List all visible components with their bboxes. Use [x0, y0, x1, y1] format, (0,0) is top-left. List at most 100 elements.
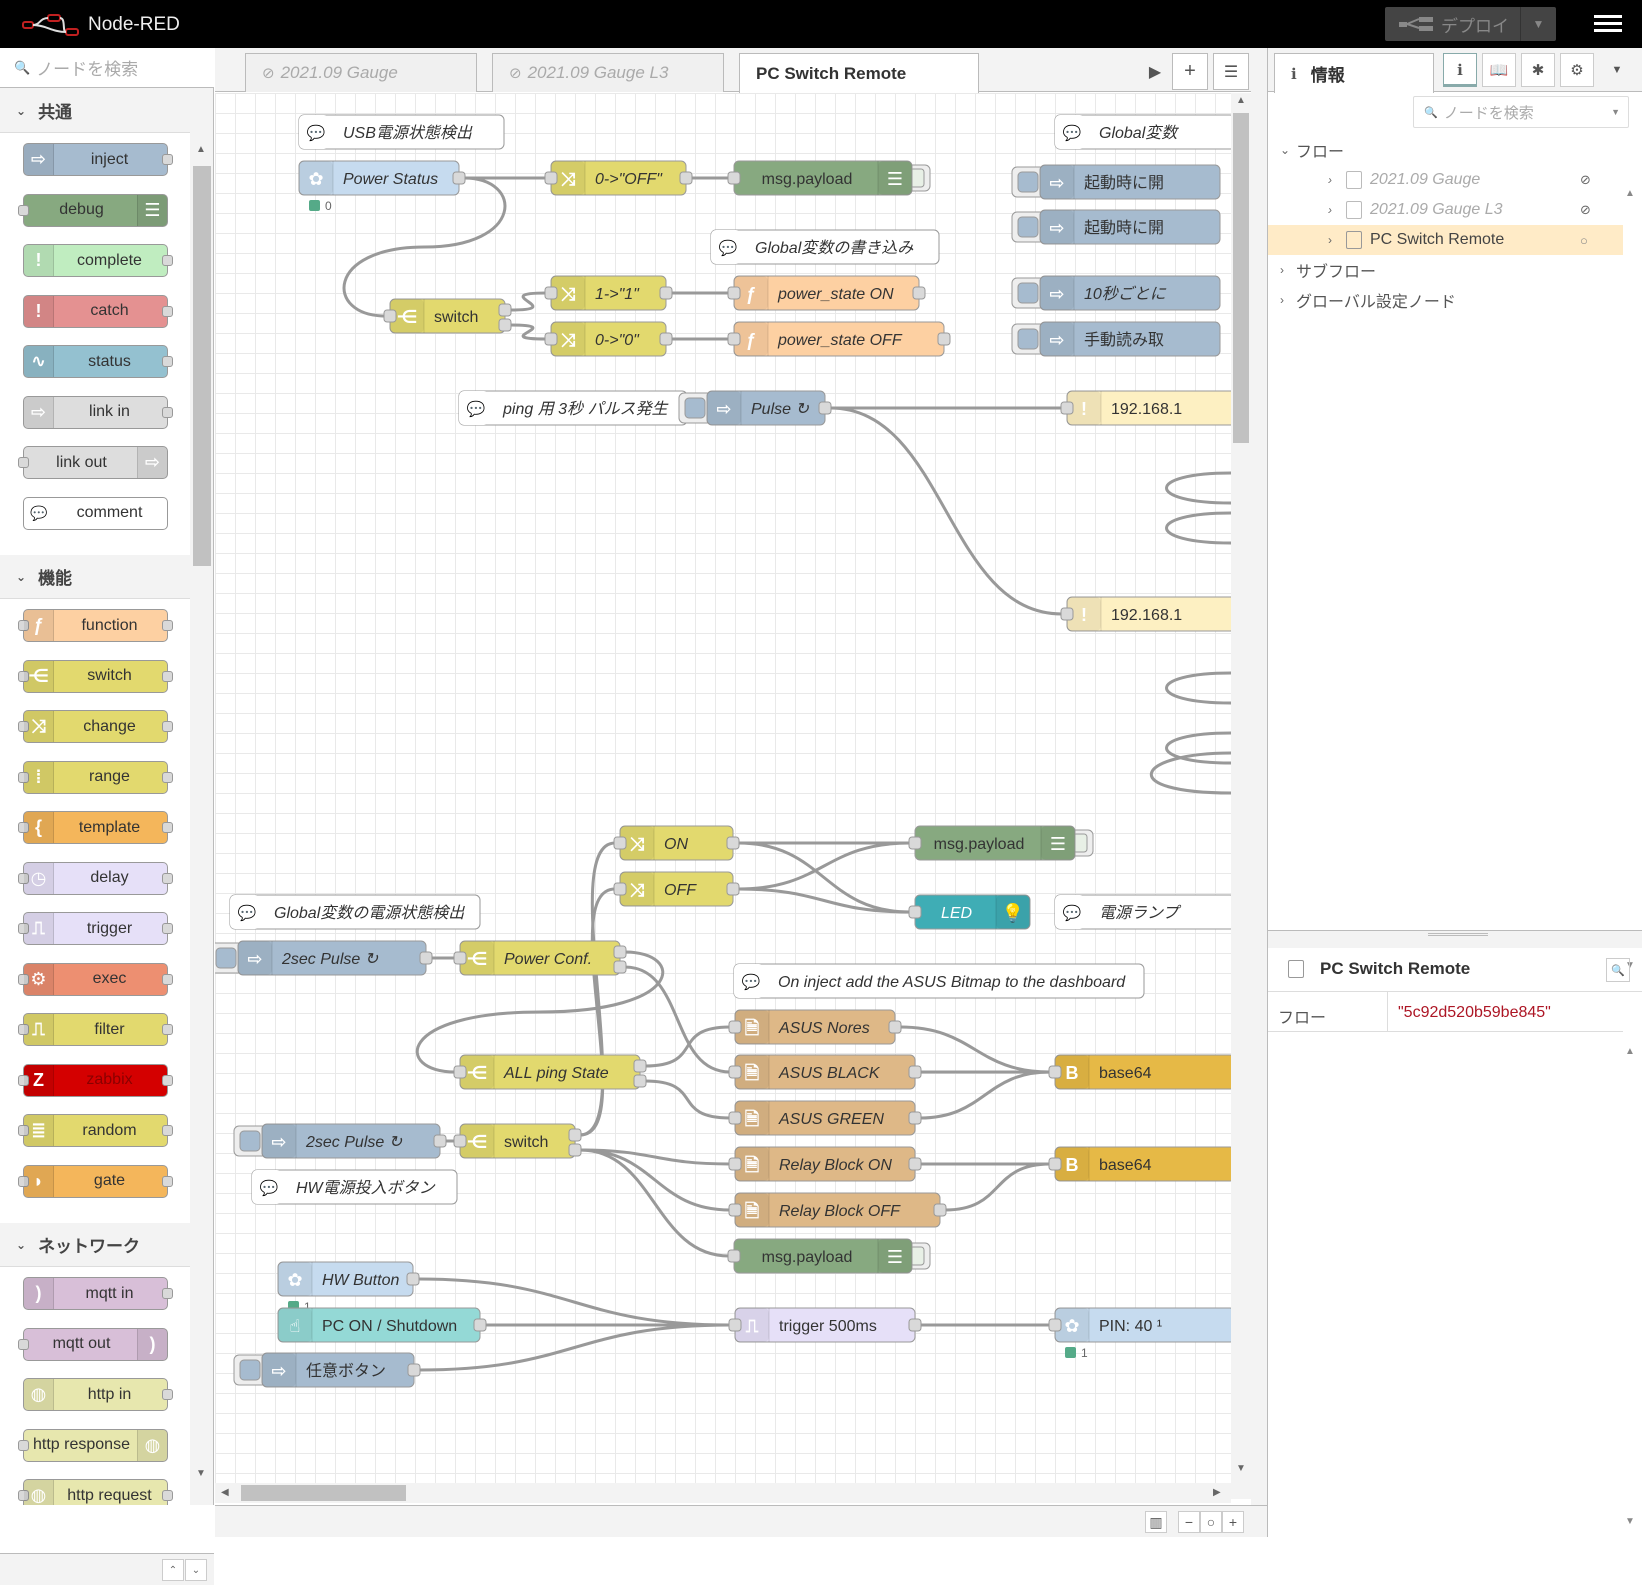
input-port[interactable] — [728, 1111, 742, 1125]
palette-node-http-request[interactable]: ◍http request — [18, 1479, 173, 1505]
palette-node-catch[interactable]: !catch — [23, 294, 173, 328]
flow-wire[interactable] — [644, 1079, 731, 1120]
output-port[interactable] — [406, 1272, 420, 1286]
flow-wire[interactable] — [737, 841, 911, 891]
input-port[interactable] — [383, 309, 397, 323]
tab-2021-09-gauge-l3[interactable]: ⊘2021.09 Gauge L3 — [492, 53, 724, 92]
debug-bug-icon[interactable]: ✱ — [1521, 53, 1555, 87]
output-port[interactable] — [613, 960, 627, 974]
input-port[interactable] — [728, 1318, 742, 1332]
inject-button[interactable] — [1017, 282, 1039, 304]
palette-node-debug[interactable]: ☰debug — [18, 193, 168, 227]
flow-node-inject[interactable]: ⇨起動時に開 — [1011, 164, 1221, 200]
palette-search-input[interactable]: 🔍 ノードを検索 — [0, 48, 214, 88]
input-port[interactable] — [728, 1203, 742, 1217]
flow-wire[interactable] — [415, 950, 665, 1074]
flow-node-trigger[interactable]: ⎍trigger 500ms — [728, 1307, 922, 1343]
tab-info[interactable]: ℹ 情報 — [1274, 53, 1434, 93]
output-port[interactable] — [908, 1111, 922, 1125]
input-port[interactable] — [727, 332, 741, 346]
input-port[interactable] — [453, 951, 467, 965]
flow-wire[interactable] — [624, 965, 731, 1074]
flow-node-ping[interactable]: !192.168.1 — [1060, 596, 1231, 632]
inject-button[interactable] — [1017, 171, 1039, 193]
flow-node-file-in[interactable]: 🗎ASUS Nores — [728, 1009, 902, 1045]
palette-node-exec[interactable]: ⚙exec — [18, 962, 173, 996]
output-port[interactable] — [613, 945, 627, 959]
flow-comment[interactable]: 💬電源ランプ — [1054, 894, 1231, 930]
sidebar-separator[interactable] — [1251, 48, 1267, 1505]
input-port[interactable] — [1048, 1065, 1062, 1079]
input-port[interactable] — [727, 286, 741, 300]
output-port[interactable] — [433, 1134, 447, 1148]
input-port[interactable] — [727, 1249, 741, 1263]
inject-button[interactable] — [684, 397, 706, 419]
input-port[interactable] — [727, 171, 741, 185]
add-flow-plus-icon[interactable]: + — [1172, 53, 1208, 90]
output-port[interactable] — [937, 332, 951, 346]
sidebar-menu-chevron-icon[interactable]: ▼ — [1611, 64, 1623, 76]
navigator-map-icon[interactable]: ▥ — [1145, 1511, 1167, 1533]
flow-node-inject[interactable]: ⇨2sec Pulse ↻ — [233, 1123, 447, 1159]
palette-node-range[interactable]: ⁞range — [18, 760, 173, 794]
flow-node-change[interactable]: ⤨0->"0" — [544, 321, 673, 357]
flow-comment[interactable]: 💬HW電源投入ボタン — [251, 1169, 458, 1205]
input-port[interactable] — [1048, 1318, 1062, 1332]
palette-node-http-response[interactable]: ◍http response — [18, 1428, 168, 1462]
sidebar-scrollbar[interactable]: ▲ ▼ ▲ ▼ — [1625, 188, 1635, 1527]
output-port[interactable] — [908, 1318, 922, 1332]
palette-category-header[interactable]: ⌄機能 — [0, 555, 190, 599]
flow-wire[interactable] — [509, 323, 547, 341]
flow-node-ui-button[interactable]: ☝PC ON / Shutdown — [277, 1307, 487, 1343]
palette-node-change[interactable]: ⤨change — [18, 710, 173, 743]
output-port[interactable] — [498, 318, 512, 332]
palette-node-switch[interactable]: ⋲switch — [18, 659, 173, 693]
sidebar-panel-divider[interactable] — [1268, 930, 1642, 948]
output-port[interactable] — [818, 401, 832, 415]
tree-global-config[interactable]: › グローバル設定ノード — [1268, 285, 1623, 315]
palette-node-comment[interactable]: 💬comment — [23, 496, 168, 530]
palette-category-header[interactable]: ⌄共通 — [0, 89, 190, 133]
flow-wire[interactable] — [342, 176, 507, 318]
flow-node-inject[interactable]: ⇨起動時に開 — [1011, 209, 1221, 245]
flow-node-inject[interactable]: ⇨Pulse ↻ — [678, 390, 832, 426]
search-icon[interactable]: 🔍 — [1606, 958, 1630, 982]
output-port[interactable] — [933, 1203, 947, 1217]
flow-node-inject[interactable]: ⇨2sec Pulse ↻ — [215, 940, 433, 976]
flow-wire[interactable] — [737, 841, 911, 914]
palette-node-inject[interactable]: ⇨inject — [23, 143, 173, 176]
output-port[interactable] — [473, 1318, 487, 1332]
flow-node-switch[interactable]: ⋲switch — [383, 298, 512, 334]
tab-2021-09-gauge[interactable]: ⊘2021.09 Gauge — [245, 53, 477, 92]
deploy-menu-chevron-icon[interactable]: ▼ — [1520, 7, 1556, 41]
input-port[interactable] — [613, 836, 627, 850]
flow-wire[interactable] — [1165, 511, 1232, 545]
flow-comment[interactable]: 💬Global変数の電源状態検出 — [229, 894, 481, 930]
output-port[interactable] — [407, 1363, 421, 1377]
output-port[interactable] — [633, 1059, 647, 1073]
input-port[interactable] — [1060, 401, 1074, 415]
workspace-vertical-scrollbar[interactable]: ▲ ▼ — [1231, 93, 1251, 1499]
input-port[interactable] — [728, 1157, 742, 1171]
input-port[interactable] — [1060, 607, 1074, 621]
input-port[interactable] — [544, 171, 558, 185]
output-port[interactable] — [888, 1020, 902, 1034]
output-port[interactable] — [633, 1074, 647, 1088]
input-port[interactable] — [613, 882, 627, 896]
input-port[interactable] — [544, 332, 558, 346]
flow-node-change[interactable]: ⤨0->"OFF" — [544, 160, 693, 196]
flow-wire[interactable] — [737, 887, 911, 914]
input-port[interactable] — [1048, 1157, 1062, 1171]
input-port[interactable] — [908, 905, 922, 919]
tree-flow-item[interactable]: › 2021.09 Gauge L3 ⊘ — [1268, 195, 1623, 225]
output-port[interactable] — [726, 882, 740, 896]
flow-comment[interactable]: 💬Global変数の書き込み — [710, 229, 940, 265]
chevron-down-icon[interactable]: ▼ — [1611, 107, 1620, 117]
flow-node-inject[interactable]: ⇨任意ボタン — [233, 1352, 421, 1388]
tree-flows[interactable]: ⌄ フロー — [1268, 135, 1623, 165]
flow-node-ui-led[interactable]: 💡LED — [908, 894, 1031, 930]
inject-button[interactable] — [1017, 328, 1039, 350]
